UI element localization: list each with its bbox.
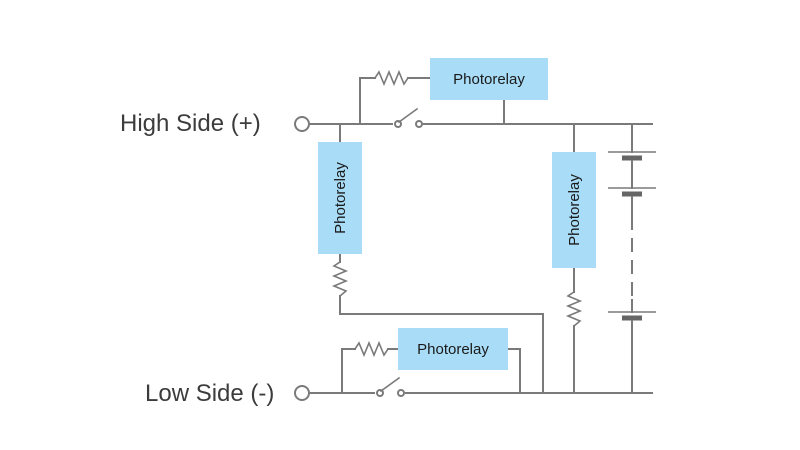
low-side-label: Low Side (-) <box>145 380 274 407</box>
high-side-switch-icon <box>394 107 423 128</box>
photorelay-top: Photorelay <box>430 58 548 100</box>
photorelay-bottom: Photorelay <box>398 328 508 370</box>
photorelay-right-label: Photorelay <box>566 174 583 246</box>
photorelay-left-label: Photorelay <box>332 162 349 234</box>
low-side-switch-icon <box>376 376 405 397</box>
photorelay-bottom-label: Photorelay <box>417 341 489 358</box>
bottom-resistor-icon <box>353 340 390 358</box>
left-relay-branch <box>331 123 544 394</box>
right-relay-branch <box>565 123 583 394</box>
right-resistor-icon <box>565 290 583 328</box>
low-side-terminal <box>294 385 310 401</box>
left-resistor-icon <box>331 260 349 298</box>
bottom-relay-branch <box>341 340 521 394</box>
photorelay-top-label: Photorelay <box>453 71 525 88</box>
top-relay-branch <box>359 69 505 125</box>
high-side-terminal <box>294 116 310 132</box>
photorelay-right: Photorelay <box>552 152 596 268</box>
top-resistor-icon <box>373 69 410 87</box>
high-side-label: High Side (+) <box>120 110 261 137</box>
photorelay-left: Photorelay <box>318 142 362 254</box>
battery-stack-icon <box>608 123 656 394</box>
